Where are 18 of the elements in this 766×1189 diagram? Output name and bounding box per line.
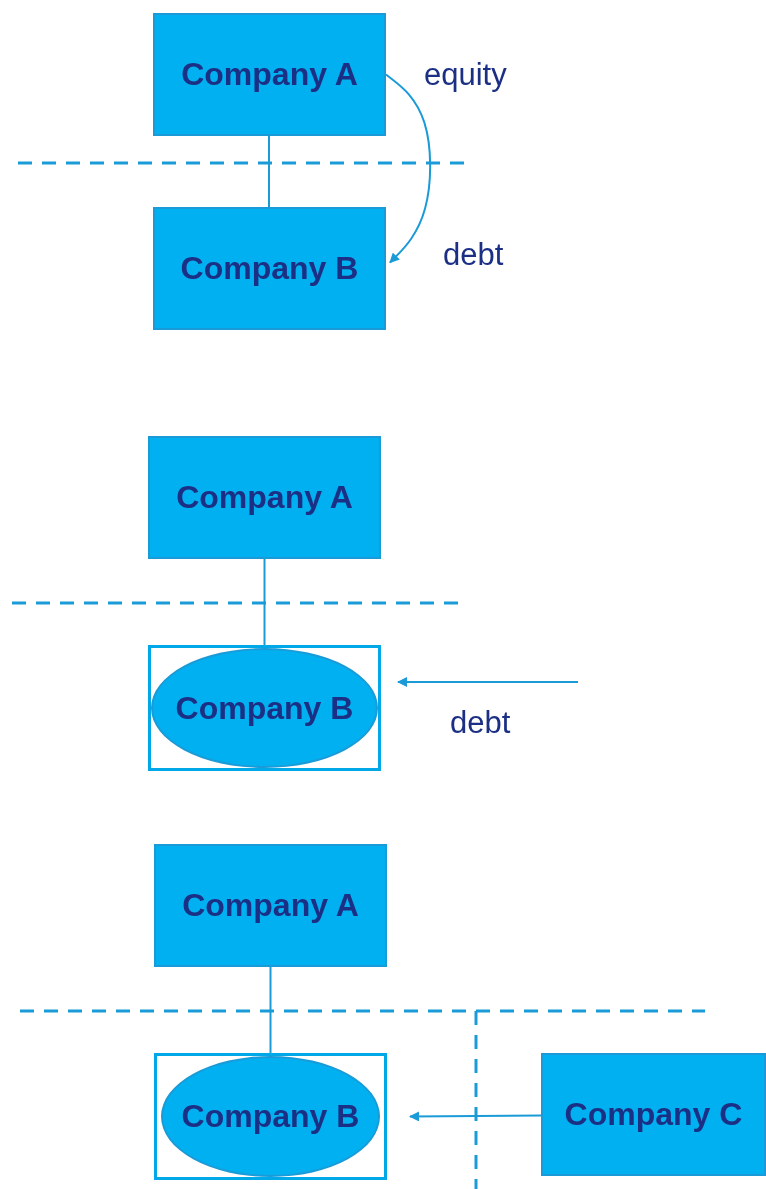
company-name: Company A: [181, 56, 358, 93]
connector-line: [268, 135, 270, 208]
outline-box: [148, 645, 381, 771]
company-name: Company C: [564, 1096, 743, 1133]
flow-label: debt: [443, 237, 504, 273]
arrow: [409, 1111, 542, 1122]
company-name: Company A: [176, 479, 353, 516]
arrow: [397, 677, 579, 687]
company-name: Company B: [175, 689, 354, 727]
connector-line: [269, 966, 272, 1054]
company-name: Company B: [181, 1098, 360, 1135]
flow-label: equity: [424, 57, 507, 93]
flow-label: debt: [450, 705, 511, 741]
arrow: [385, 73, 432, 264]
connector-line: [263, 558, 266, 646]
outline-box: [154, 1053, 387, 1180]
company-name: Company A: [182, 887, 359, 924]
company-name: Company B: [180, 250, 359, 287]
